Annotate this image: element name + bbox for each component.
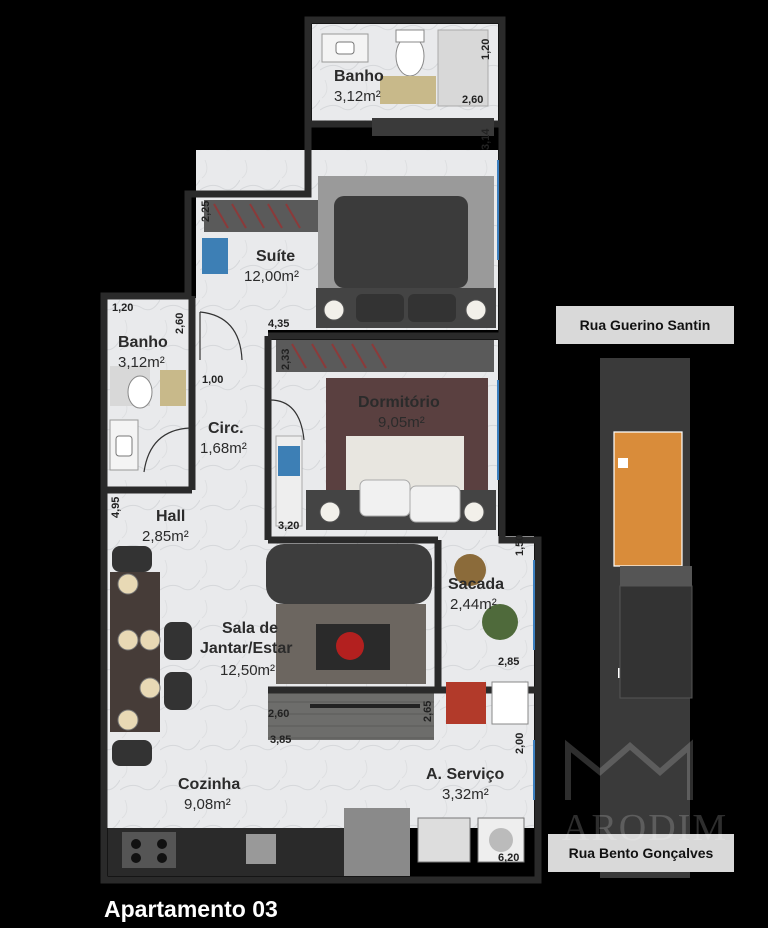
dimension-label: 2,25	[200, 200, 212, 222]
room-area-banho-left: 3,12m²	[118, 354, 165, 371]
dimension-label: 2,85	[498, 656, 520, 668]
room-label-sala-1: Sala de	[222, 620, 279, 637]
dimension-label: 2,65	[422, 700, 434, 722]
room-area-hall: 2,85m²	[142, 528, 189, 545]
doors	[143, 311, 305, 473]
dormitorio-furniture	[275, 340, 496, 530]
room-label-suite: Suíte	[256, 248, 296, 265]
room-area-dormitorio: 9,05m²	[378, 414, 425, 431]
location-map	[600, 358, 693, 878]
page-title: Apartamento 03	[104, 896, 278, 922]
dimension-label: 2,60	[174, 312, 186, 334]
room-area-suite: 12,00m²	[244, 268, 300, 285]
dimension-label: 1,20	[480, 38, 492, 60]
dimension-label: 1,20	[112, 302, 134, 314]
room-label-circ: Circ.	[208, 420, 244, 437]
dimension-label: 4,35	[268, 318, 290, 330]
kitchen-counter	[108, 808, 525, 876]
street-label-bottom: Rua Bento Gonçalves	[548, 834, 734, 872]
room-label-banho-left: Banho	[118, 334, 168, 351]
left-bathroom-fixtures	[109, 366, 186, 471]
room-label-banho-top: Banho	[334, 68, 384, 85]
room-label-sala-2: Jantar/Estar	[200, 640, 293, 657]
room-area-sala: 12,50m²	[220, 662, 276, 679]
room-label-dormitorio: Dormitório	[358, 394, 440, 411]
dimension-label: 4,95	[110, 496, 122, 518]
suite-furniture	[202, 176, 496, 328]
watermark-text: ARODIM	[562, 807, 729, 849]
room-area-banho-top: 3,12m²	[334, 88, 381, 105]
windows	[497, 160, 535, 800]
watermark-logo	[565, 739, 693, 800]
room-area-sacada: 2,44m²	[450, 596, 497, 613]
street-label-top: Rua Guerino Santin	[556, 306, 734, 344]
dimension-label: 1,50	[514, 534, 526, 556]
dimension-label: 2,60	[462, 94, 484, 106]
dimension-label: 2,60	[268, 708, 290, 720]
room-label-cozinha: Cozinha	[178, 776, 241, 793]
dimension-label: 3,20	[278, 520, 300, 532]
dimension-label: 2,33	[280, 348, 292, 370]
top-bathroom-fixtures	[321, 29, 494, 136]
room-area-servico: 3,32m²	[442, 786, 489, 803]
room-area-circ: 1,68m²	[200, 440, 247, 457]
room-label-sacada: Sacada	[448, 576, 505, 593]
room-label-hall: Hall	[156, 508, 186, 525]
dimension-label: 3,14	[480, 128, 492, 150]
sacada-service-fixtures	[446, 554, 529, 725]
dimension-label: 3,85	[270, 734, 292, 746]
dimension-label: 1,00	[202, 374, 224, 386]
living-furniture	[110, 544, 432, 766]
dimension-label: 2,00	[514, 732, 526, 754]
room-area-cozinha: 9,08m²	[184, 796, 231, 813]
dimension-label: 6,20	[498, 852, 520, 864]
room-label-servico: A. Serviço	[426, 766, 505, 783]
